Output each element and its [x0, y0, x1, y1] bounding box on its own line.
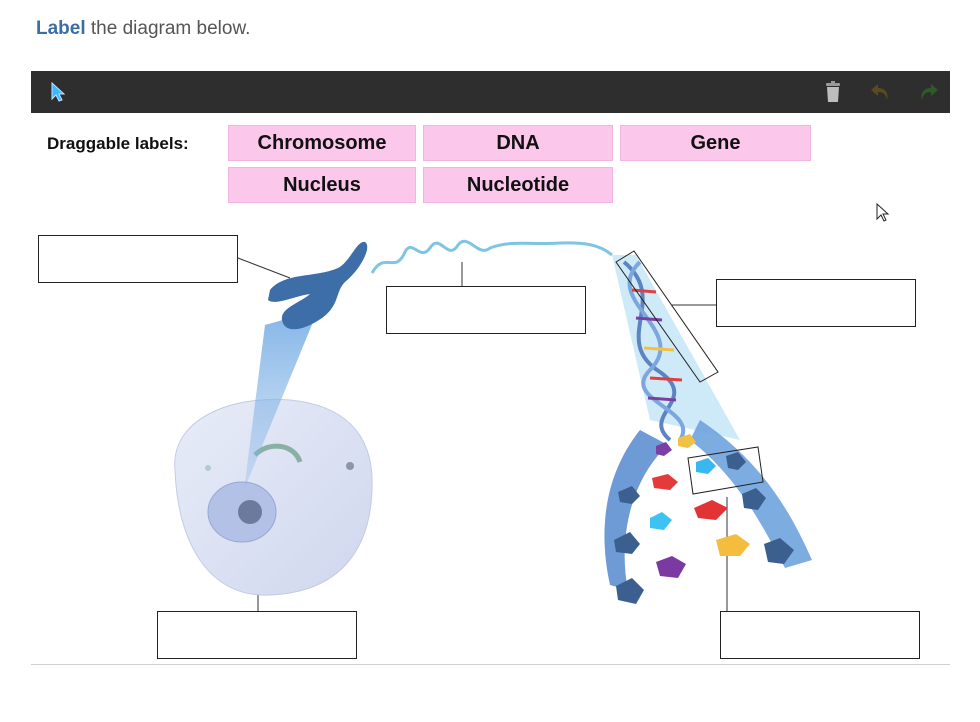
- label-dna[interactable]: DNA: [423, 125, 613, 161]
- label-gene[interactable]: Gene: [620, 125, 811, 161]
- chromosome-illustration: [268, 241, 368, 330]
- trash-icon[interactable]: [820, 79, 846, 105]
- dropzone-dna[interactable]: [386, 286, 586, 334]
- redo-icon[interactable]: [916, 79, 942, 105]
- instruction-text: Label the diagram below.: [36, 18, 250, 40]
- bottom-divider: [31, 664, 950, 665]
- dropzone-gene[interactable]: [716, 279, 916, 327]
- cell-illustration: [174, 398, 373, 596]
- draggable-labels-title: Draggable labels:: [47, 134, 189, 153]
- dropzone-nucleus[interactable]: [157, 611, 357, 659]
- instruction-keyword: Label: [36, 18, 86, 39]
- label-nucleus[interactable]: Nucleus: [228, 167, 416, 203]
- label-chromosome[interactable]: Chromosome: [228, 125, 416, 161]
- label-nucleotide[interactable]: Nucleotide: [423, 167, 613, 203]
- instruction-rest: the diagram below.: [85, 18, 251, 39]
- toolbar: [31, 71, 950, 113]
- pointer-tool-icon[interactable]: [45, 79, 71, 105]
- dropzone-chromosome[interactable]: [38, 235, 238, 283]
- undo-icon[interactable]: [867, 79, 893, 105]
- mouse-cursor-icon: [876, 202, 890, 228]
- dropzone-nucleotide[interactable]: [720, 611, 920, 659]
